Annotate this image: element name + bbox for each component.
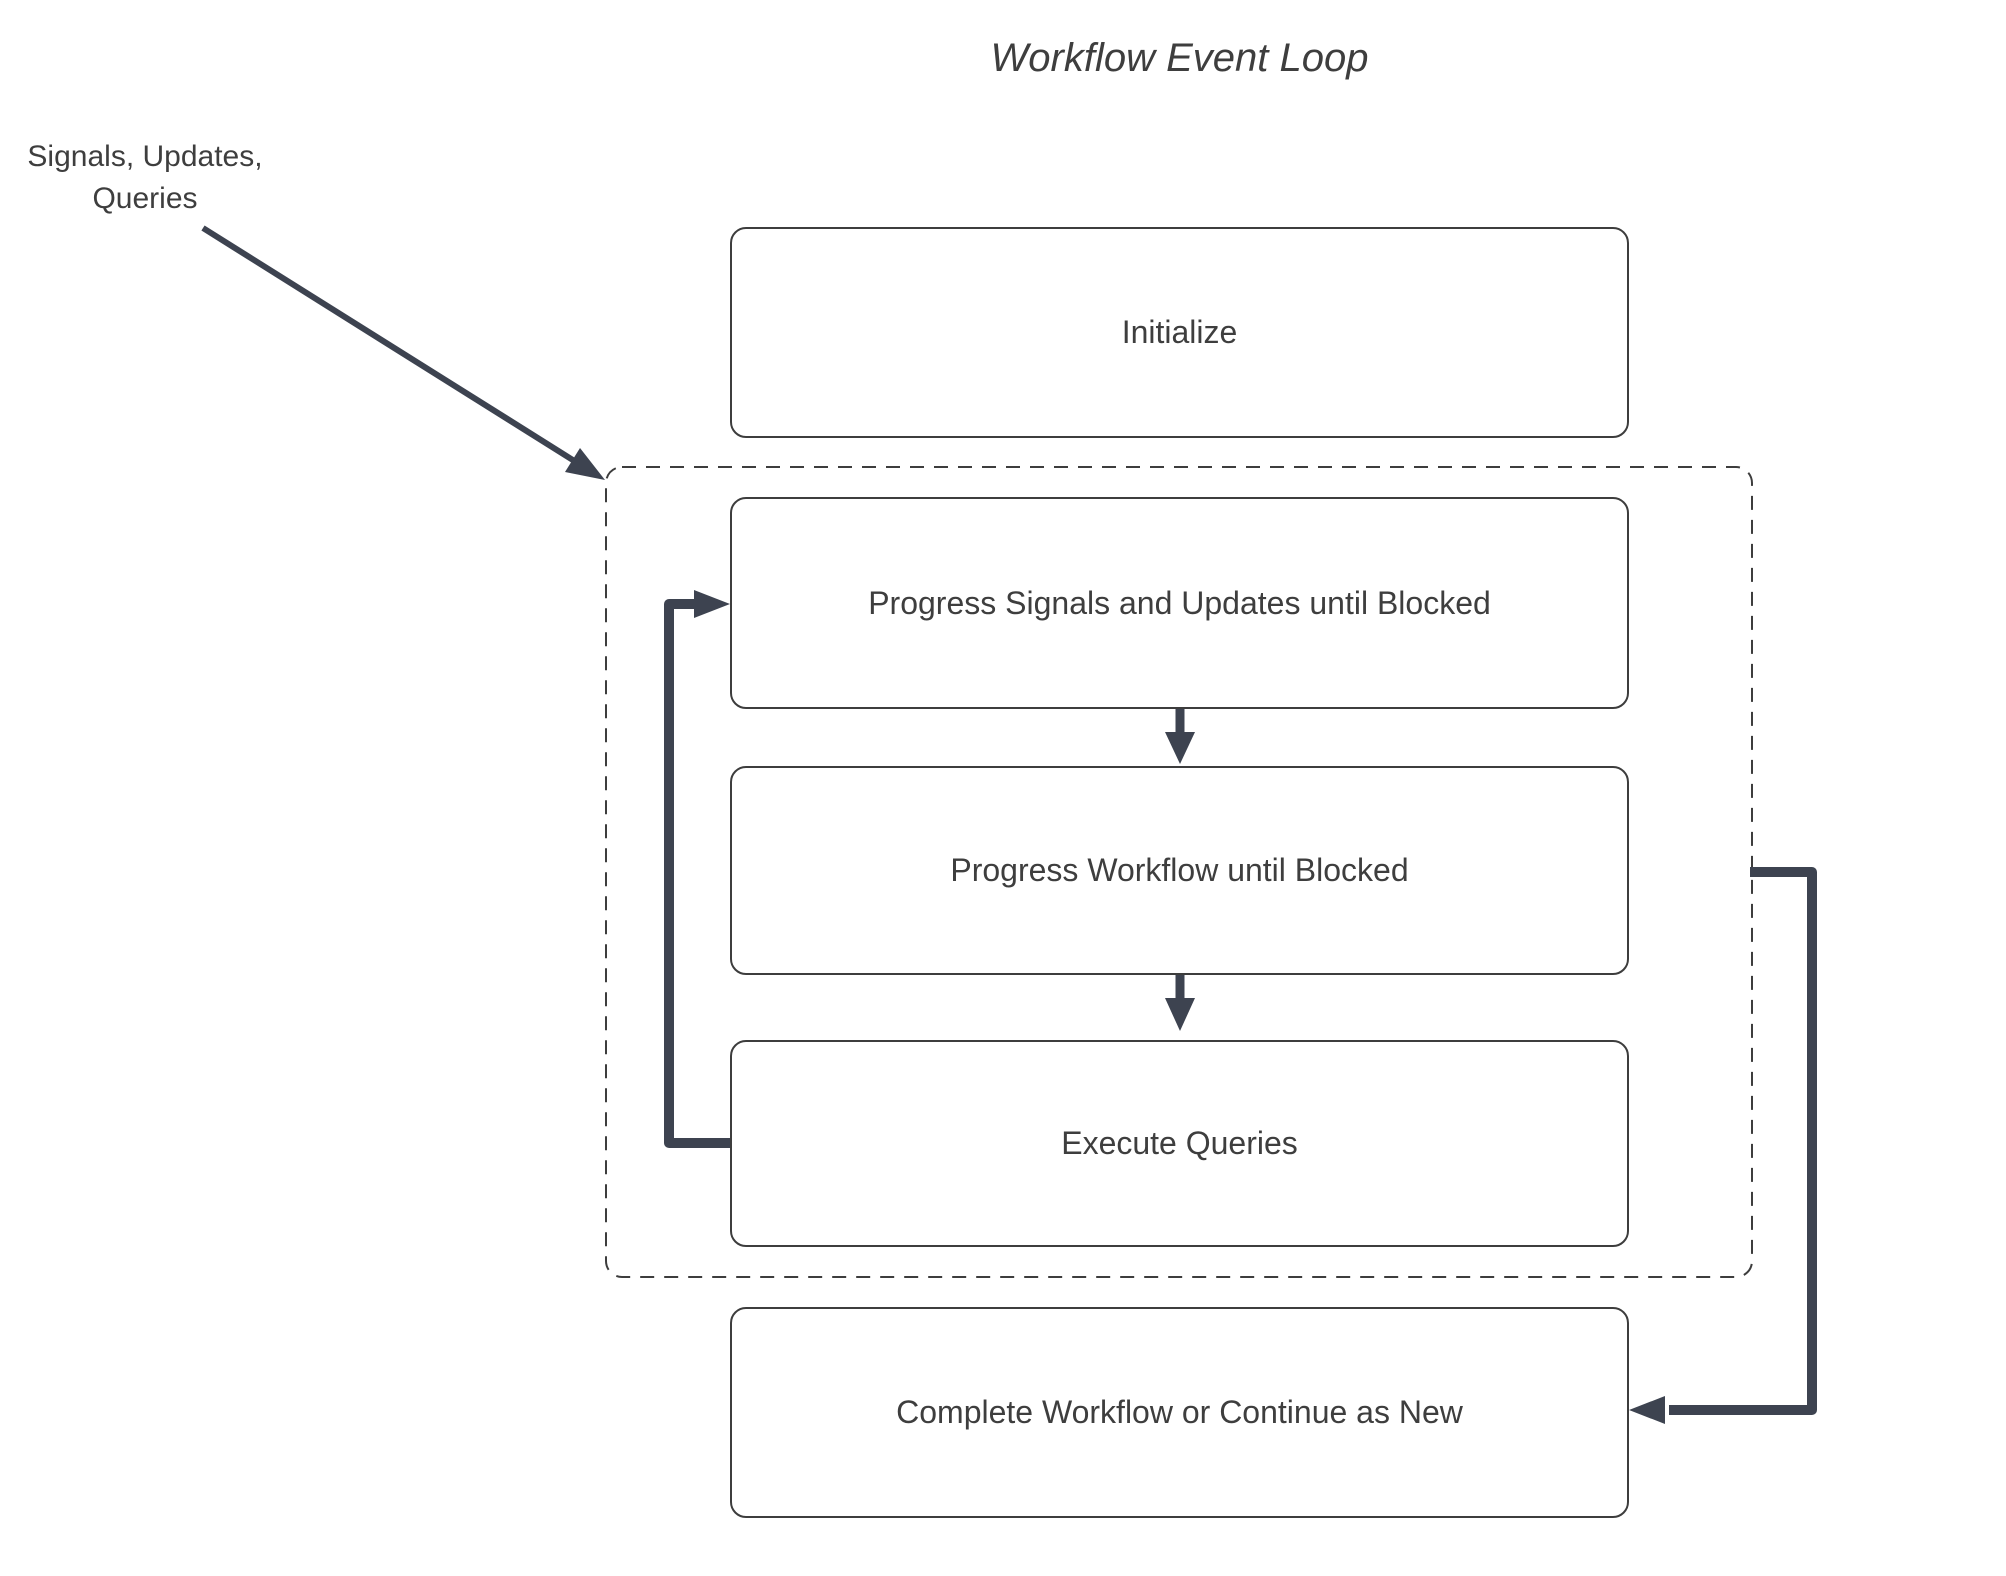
event-loop-dashed-container <box>605 466 1753 1278</box>
node-progress-signals-and-updates: Progress Signals and Updates until Block… <box>730 497 1629 709</box>
node-initialize: Initialize <box>730 227 1629 438</box>
annotation-line-2: Queries <box>92 182 198 215</box>
node-execute-queries-label: Execute Queries <box>1061 1125 1298 1161</box>
node-complete-workflow-label: Complete Workflow or Continue as New <box>896 1394 1463 1430</box>
node-progress-signals-label: Progress Signals and Updates until Block… <box>868 584 1491 621</box>
annotation-line-1: Signals, Updates, <box>27 140 263 173</box>
continue-as-new-arrow-icon <box>1629 867 1817 1424</box>
down-arrow-2-icon <box>1165 975 1195 1031</box>
node-complete-workflow: Complete Workflow or Continue as New <box>730 1307 1629 1518</box>
incoming-signals-arrow-icon <box>201 225 605 480</box>
down-arrow-1-icon <box>1165 709 1195 764</box>
node-progress-workflow: Progress Workflow until Blocked <box>730 766 1629 975</box>
node-progress-workflow-label: Progress Workflow until Blocked <box>950 852 1409 888</box>
loop-back-arrow-icon <box>664 590 730 1148</box>
signals-updates-queries-label: Signals, Updates, Queries <box>20 136 270 220</box>
node-execute-queries: Execute Queries <box>730 1040 1629 1247</box>
node-initialize-label: Initialize <box>1121 314 1238 350</box>
diagram-title: Workflow Event Loop <box>990 36 1369 80</box>
